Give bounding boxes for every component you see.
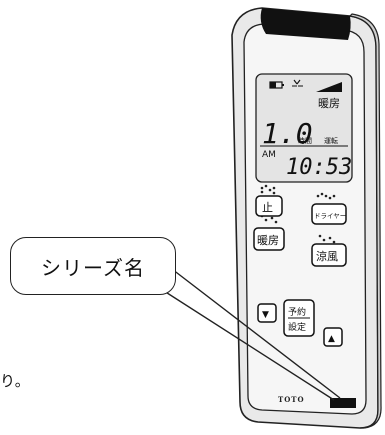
dryer-button-label: ドライヤー [314, 212, 346, 220]
stop-button[interactable]: 止 [255, 195, 283, 217]
down-button[interactable]: ▼ [257, 303, 277, 323]
fan-icon [292, 79, 303, 87]
timer-button[interactable]: 予約 設定 [283, 299, 315, 337]
lcd-panel [255, 73, 353, 183]
cool-button-label: 涼風 [316, 249, 338, 263]
cool-button[interactable]: 涼風 [311, 243, 347, 267]
dryer-button[interactable]: ドライヤー [311, 203, 347, 225]
edge-text: り。 [0, 372, 30, 390]
level-indicator-icon [316, 82, 342, 92]
series-name-plate [330, 398, 356, 408]
brand-logo-text: TOTO [278, 395, 305, 404]
heat-button-label: 暖房 [257, 234, 279, 247]
callout-bubble [10, 237, 176, 295]
lcd-ampm: AM [262, 150, 276, 160]
callout-pointer [149, 265, 341, 401]
battery-icon [269, 81, 284, 89]
timer-button-top-label: 予約 [288, 306, 306, 318]
stop-button-label: 止 [262, 201, 273, 214]
down-arrow-icon: ▼ [262, 310, 269, 320]
lcd-operation-label: 運転 [324, 136, 338, 145]
lcd-hours-unit: 時間 [298, 137, 312, 145]
heat-button[interactable]: 暖房 [253, 227, 285, 251]
ir-window [260, 8, 351, 40]
up-button[interactable]: ▲ [323, 327, 343, 347]
lcd-mode: 暖房 [318, 97, 340, 110]
lcd-clock: 10:53 [286, 155, 352, 180]
braille-dots [260, 184, 336, 244]
timer-button-bottom-label: 設定 [288, 321, 306, 333]
callout-label: シリーズ名 [41, 255, 145, 280]
up-arrow-icon: ▲ [328, 334, 335, 344]
lcd-hours-value: 1.0 [262, 117, 313, 150]
